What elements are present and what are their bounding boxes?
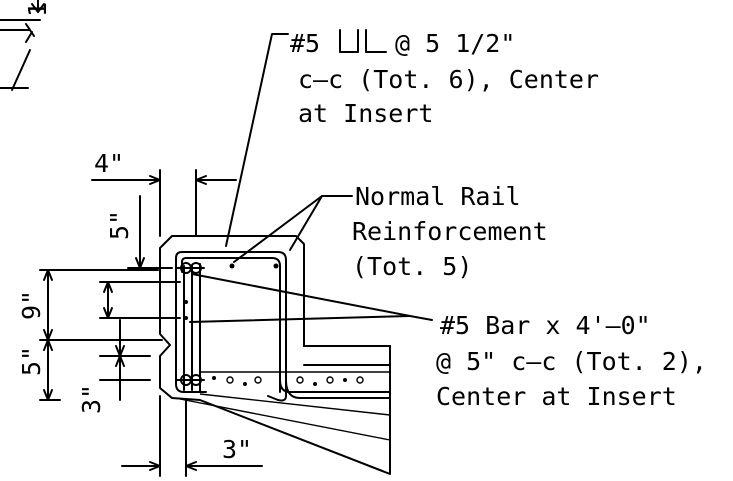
dim-top-width-label: 4" xyxy=(94,149,124,178)
bar-leader-b xyxy=(189,315,411,323)
corner-mark-label: 1 xyxy=(23,2,52,17)
rebar-dot xyxy=(254,376,262,384)
rail-note-line1: Normal Rail xyxy=(355,182,521,211)
dim-left-middle-label: 5" xyxy=(17,346,46,376)
deck-bottom-slope xyxy=(179,398,391,441)
deck-hook-bar xyxy=(279,379,391,393)
dim-left-stack: 9" 5" 3" xyxy=(17,269,181,414)
rebar-dot xyxy=(326,376,334,384)
outer-stirrup xyxy=(175,251,287,402)
bar-note: #5 Bar x 4'—0" @ 5" c—c (Tot. 2), Center… xyxy=(189,273,707,411)
deck-bottom-inner xyxy=(199,393,391,416)
rail-outline xyxy=(159,235,391,475)
rebar-dot xyxy=(343,378,347,382)
inner-stirrup xyxy=(181,257,281,393)
dim-top-width: 4" xyxy=(91,149,237,237)
dim-left-upper-label: 9" xyxy=(17,290,46,320)
bar-note-line2: @ 5" c—c (Tot. 2), xyxy=(436,347,707,376)
rebar-dot xyxy=(229,263,235,269)
rebar-dot xyxy=(184,300,188,304)
rail-leader-b xyxy=(289,195,323,251)
dim-bottom-width-label: 3" xyxy=(222,435,252,464)
rebar-dot xyxy=(226,376,234,384)
corner-detail: 1 xyxy=(0,0,52,91)
dim-top-vertical: 5" xyxy=(105,195,173,269)
rebar-dot xyxy=(296,376,304,384)
dim-top-vertical-label: 5" xyxy=(105,210,134,240)
rebar-cage xyxy=(175,251,391,402)
stirrup-location: at Insert xyxy=(298,99,433,128)
bar-note-line3: Center at Insert xyxy=(436,382,677,411)
rebar-dot xyxy=(313,382,317,386)
rail-note-line3: (Tot. 5) xyxy=(352,252,472,281)
rebar-dot xyxy=(190,374,202,386)
rebar-dot xyxy=(273,263,279,269)
rebar-dot xyxy=(190,262,202,274)
stirrup-count: c—c (Tot. 6), Center xyxy=(298,65,599,94)
rebar-dot xyxy=(243,382,247,386)
rebar-dot xyxy=(356,376,364,384)
barrier-section xyxy=(159,235,391,475)
rail-note-line2: Reinforcement xyxy=(352,217,548,246)
stirrup-bottom xyxy=(175,269,207,393)
dim-left-lower-label: 3" xyxy=(77,384,106,414)
stirrup-spacing: @ 5 1/2" xyxy=(395,29,515,58)
bar-note-line1: #5 Bar x 4'—0" xyxy=(440,311,651,340)
rail-reinforcement-note: Normal Rail Reinforcement (Tot. 5) xyxy=(233,182,548,281)
deck-hook-bar-2 xyxy=(285,379,391,399)
dim-bottom-width: 3" xyxy=(121,395,263,477)
stirrup-leader xyxy=(225,33,289,247)
rebar-dot xyxy=(184,316,188,320)
stirrup-hook-icon xyxy=(365,29,387,53)
rebar-dot xyxy=(212,376,216,380)
stirrup-symbol-icon xyxy=(339,29,359,53)
stirrup-note: #5 @ 5 1/2" c—c (Tot. 6), Center at Inse… xyxy=(225,29,599,247)
stirrup-bar-size: #5 xyxy=(290,29,320,58)
